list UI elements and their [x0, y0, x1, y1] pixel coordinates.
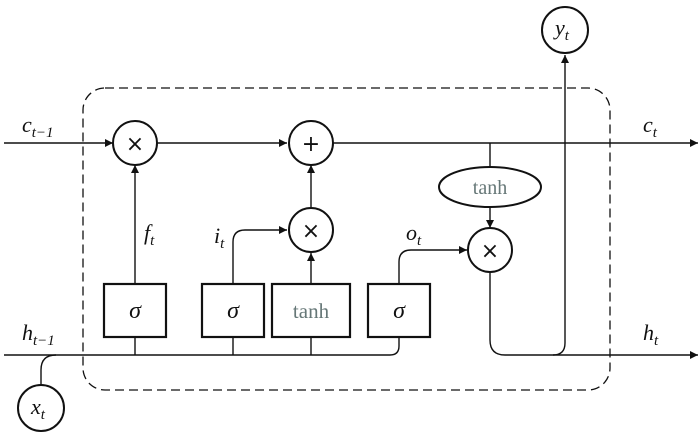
forget-gate-sigma-label: σ: [129, 298, 142, 324]
candidate-tanh-label: tanh: [293, 299, 330, 323]
hidden-state-prev-label: ht−1: [22, 320, 55, 349]
cell-boundary: [82, 87, 611, 391]
output-y-label: yt: [553, 15, 570, 44]
output-y-node: [541, 6, 589, 54]
output-gate-label: ot: [406, 220, 422, 249]
cell-state-next-label: ct: [643, 112, 658, 141]
input-gate-sigma-label: σ: [227, 298, 240, 324]
output-gate-sigma-label: σ: [393, 298, 406, 324]
input-x-label: xt: [30, 394, 46, 423]
forget-gate-label: ft: [144, 220, 155, 249]
input-x-wire: [40, 354, 57, 385]
input-x-node: [17, 384, 65, 432]
hidden-state-bus-end: [389, 337, 400, 356]
forget-multiply-symbol: ×: [126, 132, 144, 157]
cell-state-prev-label: ct−1: [22, 112, 54, 141]
input-gate-output-line: [232, 226, 287, 284]
cell-tanh-node: [438, 166, 542, 208]
output-gate-line: [398, 246, 467, 284]
forget-multiply-node: [112, 120, 158, 166]
input-multiply-node: [288, 207, 334, 253]
input-gate-label: it: [214, 223, 225, 252]
output-gate-sigma-box: [366, 282, 432, 339]
candidate-tanh-box: [270, 282, 352, 339]
cell-add-symbol: +: [302, 132, 320, 157]
input-gate-sigma-box: [200, 282, 266, 339]
hidden-state-next-label: ht: [643, 320, 659, 349]
forget-gate-sigma-box: [102, 282, 168, 339]
cell-tanh-label: tanh: [473, 177, 507, 199]
cell-add-node: [288, 120, 334, 166]
output-y-line: [552, 55, 569, 356]
output-multiply-symbol: ×: [481, 239, 499, 264]
input-multiply-symbol: ×: [302, 219, 320, 244]
output-multiply-node: [467, 227, 513, 273]
hidden-output-line: [489, 273, 698, 359]
